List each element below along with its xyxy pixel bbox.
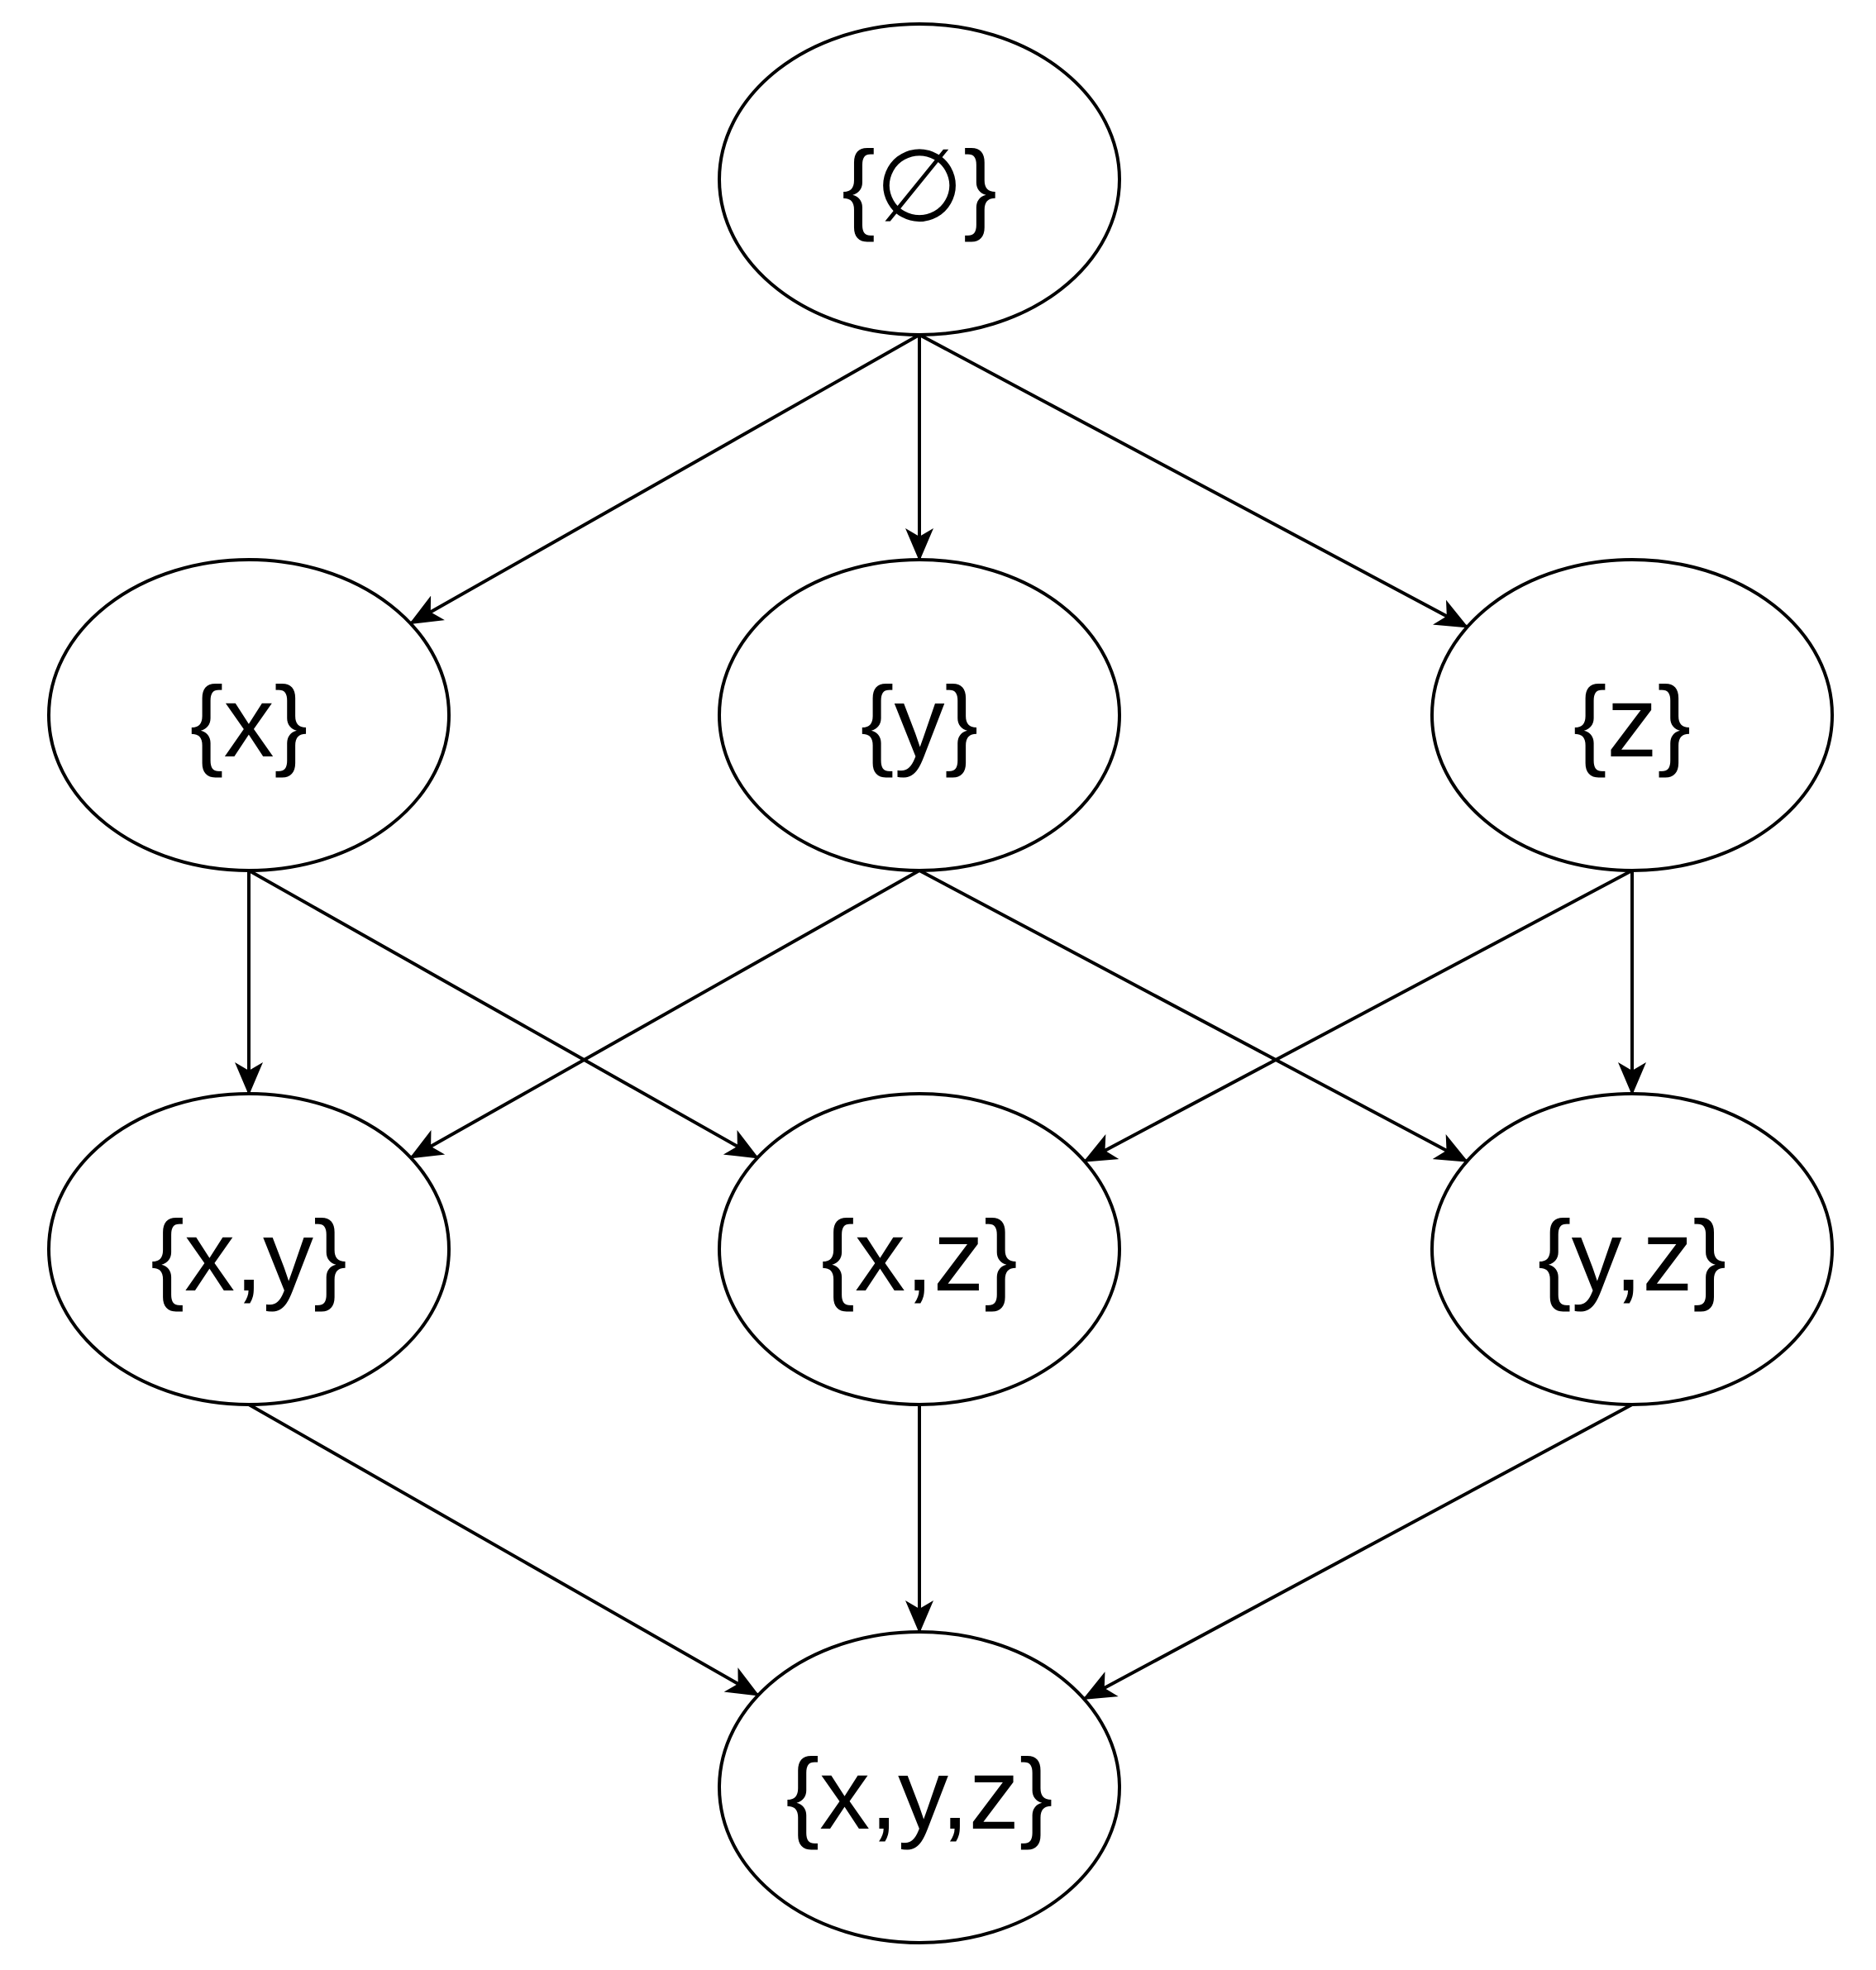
nodes-layer: {∅} {x} {y} {z} {x,y} {x,z} {y,z} {x,y,z}	[47, 22, 1834, 1944]
edge-empty-to-z	[919, 333, 1469, 629]
node-ellipse	[1430, 1092, 1834, 1406]
node-xy: {x,y}	[47, 1092, 451, 1406]
edge-x-to-xz	[248, 869, 759, 1160]
node-ellipse	[718, 1630, 1121, 1944]
node-label: {x,y}	[150, 1200, 346, 1312]
node-empty: {∅}	[718, 22, 1121, 336]
node-label: {x,y,z}	[785, 1738, 1053, 1850]
node-xyz: {x,y,z}	[718, 1630, 1121, 1944]
node-ellipse	[718, 1092, 1121, 1406]
node-ellipse	[1430, 558, 1834, 872]
node-label: {x,z}	[821, 1200, 1017, 1312]
edge-y-to-yz	[919, 869, 1469, 1163]
edge-yz-to-xyz	[1082, 1403, 1633, 1700]
node-z: {z}	[1430, 558, 1834, 872]
node-ellipse	[718, 558, 1121, 872]
edge-z-to-xz	[1082, 869, 1633, 1163]
node-xz: {x,z}	[718, 1092, 1121, 1406]
node-yz: {y,z}	[1430, 1092, 1834, 1406]
node-label: {x}	[190, 665, 308, 778]
edge-empty-to-x	[408, 333, 920, 625]
edge-xy-to-xyz	[248, 1403, 760, 1697]
node-label: {y}	[861, 665, 979, 778]
edge-y-to-xy	[409, 869, 920, 1160]
node-ellipse	[47, 558, 451, 872]
node-ellipse	[47, 1092, 451, 1406]
node-ellipse	[718, 22, 1121, 336]
node-label: {∅}	[842, 130, 997, 242]
node-label: {z}	[1573, 665, 1692, 778]
edges-layer	[235, 333, 1646, 1700]
node-x: {x}	[47, 558, 451, 872]
node-y: {y}	[718, 558, 1121, 872]
node-label: {y,z}	[1538, 1200, 1726, 1312]
